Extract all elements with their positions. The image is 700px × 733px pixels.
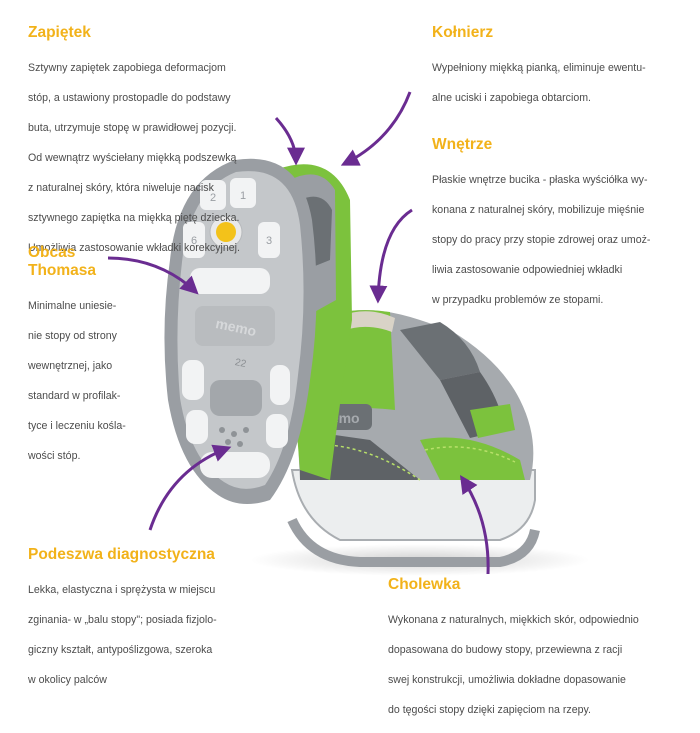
- sole-number-2: 2: [210, 192, 216, 204]
- callout-zapietek: Zapiętek Sztywny zapiętek zapobiega defo…: [28, 24, 278, 271]
- callout-line: w przypadku problemów ze stopami.: [432, 294, 604, 306]
- callout-title-line: Obcas: [28, 244, 76, 261]
- arrow-kolnierz: [340, 91, 412, 166]
- callout-title: Zapiętek: [28, 24, 91, 41]
- callout-line: stopy do pracy przy stopie zdrowej oraz …: [432, 234, 651, 246]
- callout-title: Wnętrze: [432, 136, 493, 153]
- callout-podeszwa: Podeszwa diagnostyczna Lekka, elastyczna…: [28, 546, 288, 703]
- callout-cholewka: Cholewka Wykonana z naturalnych, miękkic…: [388, 576, 688, 733]
- callout-title: Podeszwa diagnostyczna: [28, 546, 215, 563]
- callout-body: Minimalne uniesie- nie stopy od strony w…: [28, 284, 158, 479]
- callout-line: Wypełniony miękką pianką, eliminuje ewen…: [432, 62, 646, 74]
- callout-line: tyce i leczeniu kośla-: [28, 420, 126, 432]
- callout-body: Wykonana z naturalnych, miękkich skór, o…: [388, 598, 688, 733]
- callout-title: Cholewka: [388, 576, 461, 593]
- callout-title-line: Thomasa: [28, 262, 97, 279]
- callout-line: buta, utrzymuje stopę w prawidłowej pozy…: [28, 122, 237, 134]
- callout-line: alne uciski i zapobiega obtarciom.: [432, 92, 591, 104]
- callout-title: Kołnierz: [432, 24, 494, 41]
- callout-title: Obcas Thomasa: [28, 244, 158, 280]
- left-shoe: 1 2 6 3 memo 22: [164, 158, 352, 504]
- callout-line: liwia zastosowanie odpowiedniej wkładki: [432, 264, 623, 276]
- callout-line: konana z naturalnej skóry, mobilizuje mi…: [432, 204, 645, 216]
- callout-body: Płaskie wnętrze bucika - płaska wyściółk…: [432, 158, 682, 323]
- callout-line: wewnętrznej, jako: [28, 360, 113, 372]
- sole-number-6: 6: [191, 235, 197, 247]
- arrow-cholewka: [460, 475, 490, 575]
- callout-line: Umożliwia zastosowanie wkładki korekcyjn…: [28, 242, 240, 254]
- callout-line: z naturalnej skóry, która niweluje nacis…: [28, 182, 214, 194]
- callout-line: nie stopy od strony: [28, 330, 117, 342]
- callout-kolnierz: Kołnierz Wypełniony miękką pianką, elimi…: [432, 24, 682, 121]
- shoe-illustration: memo 1 2: [107, 91, 590, 576]
- callout-line: Minimalne uniesie-: [28, 300, 117, 312]
- callout-line: swej konstrukcji, umożliwia dokładne dop…: [388, 674, 626, 686]
- callout-line: giczny kształt, antypoślizgowa, szeroka: [28, 644, 213, 656]
- callout-line: do tęgości stopy dzięki zapięciom na rze…: [388, 704, 591, 716]
- callout-line: dopasowana do budowy stopy, przewiewna z…: [388, 644, 623, 656]
- callout-line: sztywnego zapiętka na miękką piętę dziec…: [28, 212, 240, 224]
- callout-line: standard w profilak-: [28, 390, 121, 402]
- callout-line: Wykonana z naturalnych, miękkich skór, o…: [388, 614, 639, 626]
- diagram-stage: memo 1 2: [28, 24, 682, 716]
- sole-number-1: 1: [240, 190, 246, 202]
- callout-line: Płaskie wnętrze bucika - płaska wyściółk…: [432, 174, 648, 186]
- callout-wnetrze: Wnętrze Płaskie wnętrze bucika - płaska …: [432, 136, 682, 323]
- arrow-zapietek: [274, 116, 305, 166]
- callout-body: Lekka, elastyczna i sprężysta w miejscu …: [28, 568, 288, 703]
- sole-number-3: 3: [266, 235, 272, 247]
- callout-body: Wypełniony miękką pianką, eliminuje ewen…: [432, 46, 682, 121]
- callout-line: Od wewnątrz wyściełany miękką podszewką: [28, 152, 237, 164]
- arrow-podeszwa: [148, 444, 232, 531]
- arrow-wnetrze: [369, 208, 413, 304]
- callout-line: w okolicy palców: [28, 674, 107, 686]
- callout-line: stóp, a ustawiony prostopadle do podstaw…: [28, 92, 231, 104]
- arrow-obcas: [107, 256, 199, 295]
- callout-body: Sztywny zapiętek zapobiega deformacjom s…: [28, 46, 278, 271]
- callout-line: wości stóp.: [28, 450, 81, 462]
- callout-line: Lekka, elastyczna i sprężysta w miejscu: [28, 584, 216, 596]
- sole-size-number: 22: [234, 357, 248, 370]
- callout-line: zginania- w „balu stopy"; posiada fizjol…: [28, 614, 217, 626]
- callout-line: Sztywny zapiętek zapobiega deformacjom: [28, 62, 226, 74]
- callout-obcas: Obcas Thomasa Minimalne uniesie- nie sto…: [28, 244, 158, 479]
